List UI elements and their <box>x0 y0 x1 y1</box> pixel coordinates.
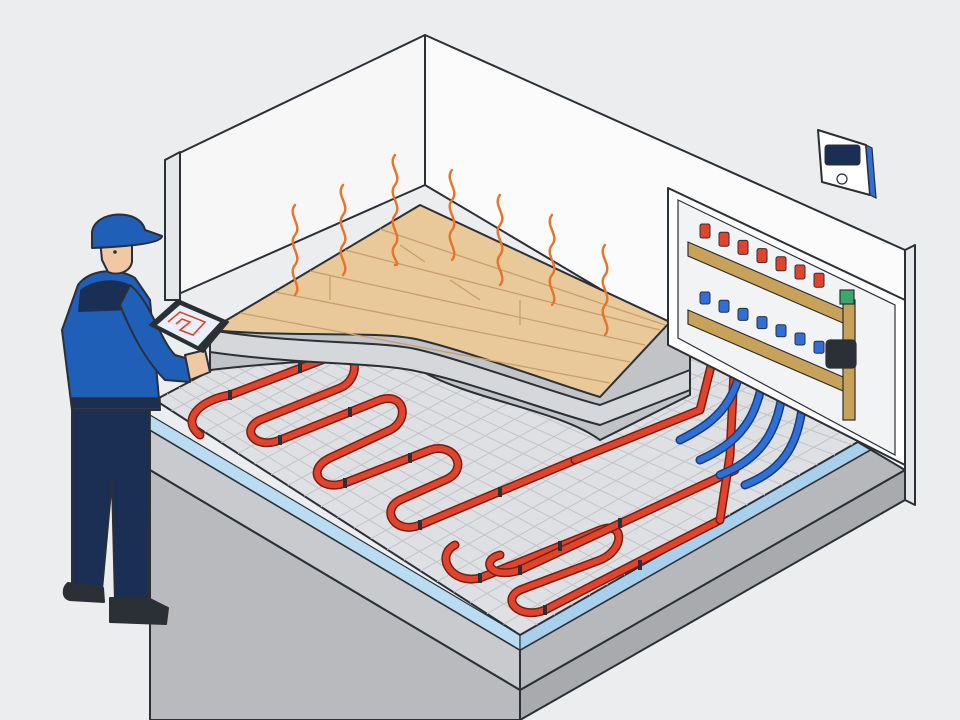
pipe-clip <box>278 435 282 445</box>
return-valve-cap <box>794 332 806 346</box>
pipe-clip <box>298 363 302 373</box>
circulation-pump <box>825 339 857 369</box>
pipe-clip <box>478 573 482 583</box>
supply-valve-cap <box>794 264 806 280</box>
pipe-clip <box>558 541 562 551</box>
manifold-icon <box>687 223 857 421</box>
thermostat-icon <box>817 129 877 200</box>
return-valve-cap <box>737 307 749 321</box>
pipe-clip <box>348 407 352 417</box>
return-valve-cap <box>756 316 768 330</box>
heat-wave-icon <box>548 213 556 307</box>
supply-valve-cap <box>775 256 787 272</box>
pipe-clip <box>543 605 547 615</box>
heat-wave-icon <box>601 243 609 337</box>
tablet-icon <box>149 299 229 353</box>
pipe-clip <box>343 478 347 488</box>
pipe-clip <box>418 520 422 530</box>
pipe-clip <box>408 453 412 463</box>
return-valve-cap <box>699 291 711 305</box>
heat-wave-icon <box>496 193 504 287</box>
return-valve-cap <box>718 299 730 313</box>
heat-wave-icon <box>391 153 399 267</box>
wood-floor <box>209 204 671 398</box>
return-valve-cap <box>775 324 787 338</box>
supply-valve-cap <box>718 231 730 247</box>
supply-valve-cap <box>756 248 768 264</box>
supply-valve-cap <box>699 223 711 239</box>
technician <box>61 213 211 625</box>
pipe-clip <box>518 565 522 575</box>
heat-wave-icon <box>448 168 456 262</box>
heat-wave-icon <box>291 203 299 297</box>
pipe-clips <box>228 363 642 615</box>
return-valve-cap <box>813 340 825 354</box>
heat-waves <box>291 153 609 337</box>
supply-valve-cap <box>737 239 749 255</box>
heat-wave-icon <box>339 183 347 277</box>
pipe-clip <box>228 390 232 400</box>
pipe-clip <box>638 560 642 570</box>
pipe-clip <box>618 518 622 528</box>
pipe-clip <box>498 487 502 497</box>
supply-valve-cap <box>813 272 825 288</box>
